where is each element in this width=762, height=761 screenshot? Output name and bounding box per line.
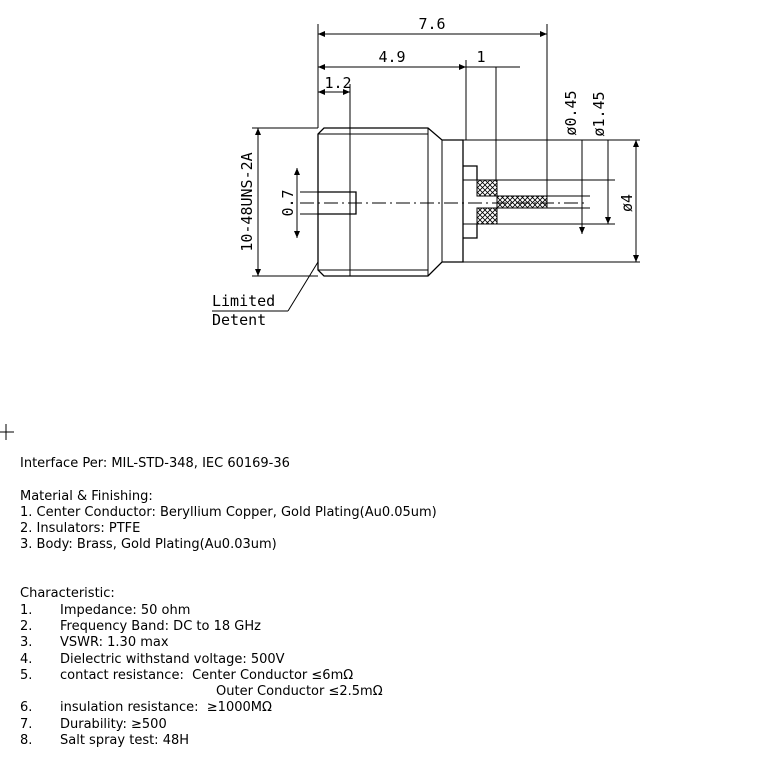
dim-flange-length: 1 [466, 48, 520, 180]
dim-outer: ø4 [463, 139, 640, 263]
characteristic-item: Outer Conductor ≤2.5mΩ [20, 684, 740, 700]
characteristic-num: 1. [20, 602, 33, 618]
dim-flange-length-label: 1 [476, 48, 485, 66]
characteristic-item: 6. insulation resistance: ≥1000MΩ [20, 700, 740, 716]
dim-pin-length-label: 1.2 [324, 74, 351, 92]
characteristic-item: 8. Salt spray test: 48H [20, 733, 740, 749]
characteristic-text: VSWR: 1.30 max [60, 635, 169, 651]
characteristic-item: 2. Frequency Band: DC to 18 GHz [20, 619, 740, 635]
callout-line1: Limited [212, 292, 275, 310]
dim-body-length: 4.9 [318, 48, 467, 140]
characteristic-item: 4. Dielectric withstand voltage: 500V [20, 652, 740, 668]
material-item-1: 1. Center Conductor: Beryllium Copper, G… [20, 504, 437, 520]
connector-drawing: 7.6 4.9 1 1.2 0.7 10-48UNS-2A ø0.45 [0, 15, 640, 440]
dim-center-conductor-label: ø0.45 [562, 90, 580, 135]
characteristic-text: Frequency Band: DC to 18 GHz [60, 618, 261, 634]
characteristic-text: contact resistance: Center Conductor ≤6m… [60, 667, 354, 683]
characteristic-text: Durability: ≥500 [60, 716, 167, 732]
interface-text: Interface Per: MIL-STD-348, IEC 60169-36 [20, 456, 290, 471]
insulator [463, 165, 498, 239]
dim-pin-diameter-label: 0.7 [279, 189, 297, 216]
characteristic-text: Outer Conductor ≤2.5mΩ [216, 684, 383, 700]
dim-thread-label: 10-48UNS-2A [238, 152, 256, 251]
characteristic-item: 3. VSWR: 1.30 max [20, 635, 740, 651]
dim-insulator: ø1.45 [497, 91, 615, 225]
dim-insulator-label: ø1.45 [590, 91, 608, 136]
material-item-3: 3. Body: Brass, Gold Plating(Au0.03um) [20, 537, 277, 553]
callout-line2: Detent [212, 311, 266, 329]
dim-pin-length: 1.2 [318, 74, 352, 128]
center-conductor [496, 195, 548, 209]
characteristic-text: Salt spray test: 48H [60, 733, 190, 749]
dim-overall-length-label: 7.6 [418, 15, 445, 33]
callout-limited-detent: Limited Detent [212, 261, 319, 329]
material-item-2: 2. Insulators: PTFE [20, 521, 141, 537]
characteristic-text: Impedance: 50 ohm [60, 602, 191, 618]
dim-center-conductor: ø0.45 [547, 90, 590, 234]
characteristic-item: 5. contact resistance: Center Conductor ≤… [20, 668, 740, 684]
characteristic-heading: Characteristic: [20, 586, 115, 602]
dim-body-length-label: 4.9 [378, 48, 405, 66]
connector-body [317, 127, 464, 277]
characteristic-item: 7. Durability: ≥500 [20, 717, 740, 733]
characteristic-num: 3. [20, 635, 33, 651]
characteristic-num: 6. [20, 700, 33, 716]
material-heading: Material & Finishing: [20, 488, 153, 504]
characteristic-num: 5. [20, 667, 33, 683]
characteristic-num: 8. [20, 733, 33, 749]
characteristic-item: 1. Impedance: 50 ohm [20, 603, 740, 619]
dim-outer-label: ø4 [618, 194, 636, 212]
characteristic-num: 4. [20, 651, 33, 667]
spec-notes: Interface Per: MIL-STD-348, IEC 60169-36… [20, 456, 740, 749]
characteristic-text: insulation resistance: ≥1000MΩ [60, 700, 272, 716]
projection-symbol [0, 424, 14, 440]
characteristic-num: 7. [20, 716, 33, 732]
dim-thread: 10-48UNS-2A [238, 127, 318, 277]
dim-overall-length: 7.6 [317, 15, 548, 196]
dim-pin-diameter: 0.7 [279, 168, 300, 238]
characteristic-num: 2. [20, 618, 33, 634]
characteristic-text: Dielectric withstand voltage: 500V [60, 651, 285, 667]
